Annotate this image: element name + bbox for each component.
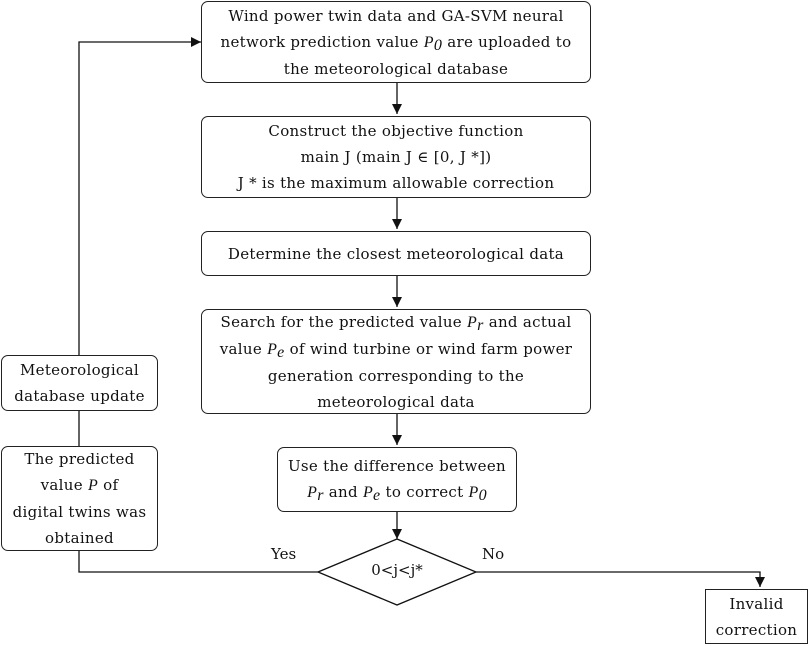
invalid-node: Invalid correction	[705, 589, 808, 644]
update-node: Meteorological database update	[1, 355, 158, 411]
closest-line-1: Determine the closest meteorological dat…	[227, 244, 565, 263]
edge-no-to-invalid	[476, 571, 765, 587]
search-line-1: Search for the predicted value Pr and ac…	[220, 312, 572, 334]
no-label: No	[482, 545, 505, 563]
upload-line-1: Wind power twin data and GA-SVM neural	[228, 6, 564, 25]
predicted-line-2: value P of	[40, 476, 119, 494]
objective-node: Construct the objective function main J …	[201, 116, 591, 198]
upload-line-3: the meteorological database	[283, 59, 509, 78]
predicted-node: The predicted value P of digital twins w…	[1, 446, 158, 551]
update-line-2: database update	[14, 387, 145, 405]
condition-label: 0<j<j*	[371, 561, 423, 579]
closest-node: Determine the closest meteorological dat…	[201, 231, 591, 276]
difference-line-1: Use the difference between	[287, 457, 506, 475]
difference-node: Use the difference between Pr and Pe to …	[277, 447, 517, 512]
upload-node: Wind power twin data and GA-SVM neural n…	[201, 1, 591, 83]
search-line-2: value Pe of wind turbine or wind farm po…	[219, 339, 573, 361]
predicted-line-1: The predicted	[24, 450, 135, 468]
search-line-3: generation corresponding to the	[267, 366, 525, 385]
objective-line-3: J * is the maximum allowable correction	[237, 174, 555, 192]
search-node: Search for the predicted value Pr and ac…	[201, 309, 591, 414]
decision-diamond	[316, 538, 478, 606]
predicted-line-4: obtained	[45, 529, 114, 547]
difference-line-2: Pr and Pe to correct P0	[307, 483, 487, 504]
invalid-line-1: Invalid	[729, 594, 784, 613]
yes-label: Yes	[271, 545, 297, 563]
update-line-1: Meteorological	[20, 361, 139, 379]
predicted-line-3: digital twins was	[12, 503, 147, 521]
upload-line-2: network prediction value P0 are uploaded…	[220, 32, 572, 54]
p0-symbol: P	[423, 33, 434, 51]
invalid-line-2: correction	[715, 620, 798, 639]
objective-line-2: main J (main J ∈ [0, J *])	[300, 148, 492, 166]
objective-line-1: Construct the objective function	[268, 122, 524, 140]
search-line-4: meteorological data	[317, 392, 475, 411]
arrow-update-to-upload	[78, 37, 201, 355]
edge-yes-to-predicted	[78, 551, 318, 573]
